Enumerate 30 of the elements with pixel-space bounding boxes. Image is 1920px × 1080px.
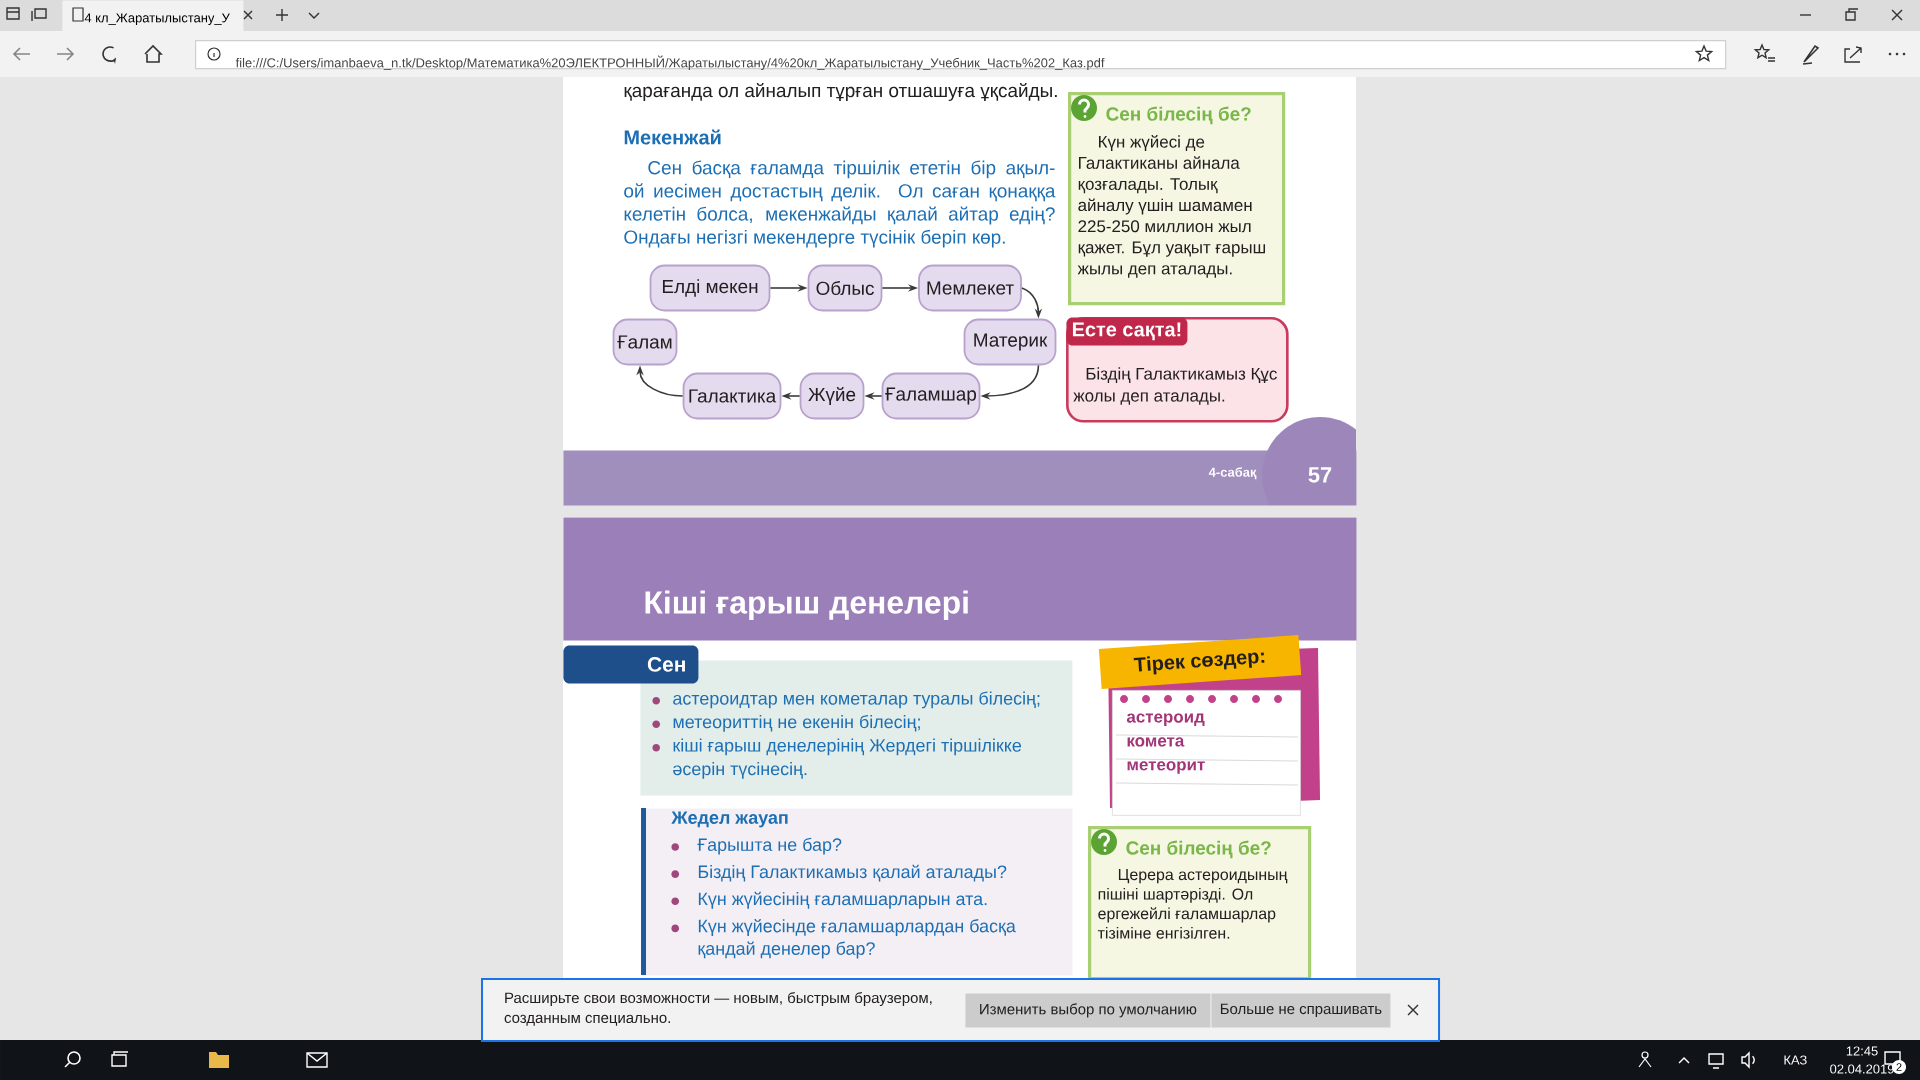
place-box: Мемлекет	[918, 264, 1022, 312]
quick-answer-box: Жедел жауап Ғарышта не бар? Біздің Галактикамыз қалай аталады? Күн жүйесінің ғаламшарларын ата. Күн жүйесінде ғаламшарлардан басқа қандай денелер бар?	[641, 808, 1073, 976]
info-box: Сен білесің бе? Церера астероидының пішіні шартәрізді. Ол ергежейлі ғаламшарлар тізіміне енгізілген.	[1088, 826, 1312, 981]
button: Изменить выбор по умолчанию	[965, 993, 1211, 1028]
badge-count: 02.04.2019	[1830, 1064, 1894, 1074]
node-label: Больше не спрашивать	[1220, 1003, 1382, 1018]
note-paper: астероид комета метеорит	[1112, 690, 1301, 816]
tray-text: КАЗ	[1784, 1055, 1807, 1065]
place-box: Облыс	[807, 264, 883, 312]
address-bar: file:///C:/Users/imanbaeva_n.tk/Desktop/Математика%20ЭЛЕКТРОННЫЙ/Жаратылыстану/4%20кл_Жаратылыстану_Учебник_Часть%202_Каз.pdf	[195, 40, 1727, 70]
place-box: Ғаламшар	[881, 372, 981, 420]
keywords-label: Тірек сөздер:	[1098, 635, 1302, 689]
node-label: Изменить выбор по умолчанию	[980, 1003, 1197, 1018]
place-box: Елді мекен	[649, 264, 771, 312]
place-box: Материк	[963, 318, 1057, 366]
place-box: Галактика	[682, 372, 782, 420]
reminder-tab: Есте сақта!	[1066, 317, 1188, 346]
section-tab: Сен	[563, 645, 699, 684]
browser-tab: 4 кл_Жаратылыстану_У	[62, 0, 244, 32]
title-banner: Кіші ғарыш денелері	[563, 517, 1357, 641]
section-heading: Мекенжай	[624, 129, 721, 145]
node-label: 4 кл_Жаратылыстану_У	[84, 13, 230, 25]
place-box: Жүйе	[799, 372, 865, 420]
button: Больше не спрашивать	[1211, 993, 1391, 1028]
body-text: қарағанда ол айналып тұрған отшашуға ұқсайды.	[624, 83, 1057, 101]
badge-count: 2	[1896, 1063, 1902, 1071]
place-box: Ғалам	[612, 318, 678, 366]
paragraph: Сен басқа ғаламда тіршілік ететін бір ақыл-ой иесімен достастың делік. Ол саған қонаққа келетін болса, мекенжайды қалай айтар едің? Ондағы негізгі мекендерге түсінік беріп көр.	[624, 160, 1056, 248]
tray-text: 12:45	[1846, 1046, 1878, 1056]
info-box: Сен білесің бе? Күн жүйесі де Галактиканы айнала қозғалады. Толық айналу үшін шамамен 225-250 миллион жыл қажет. Бұл уақыт ғарыш жылы деп аталады.	[1068, 92, 1286, 306]
